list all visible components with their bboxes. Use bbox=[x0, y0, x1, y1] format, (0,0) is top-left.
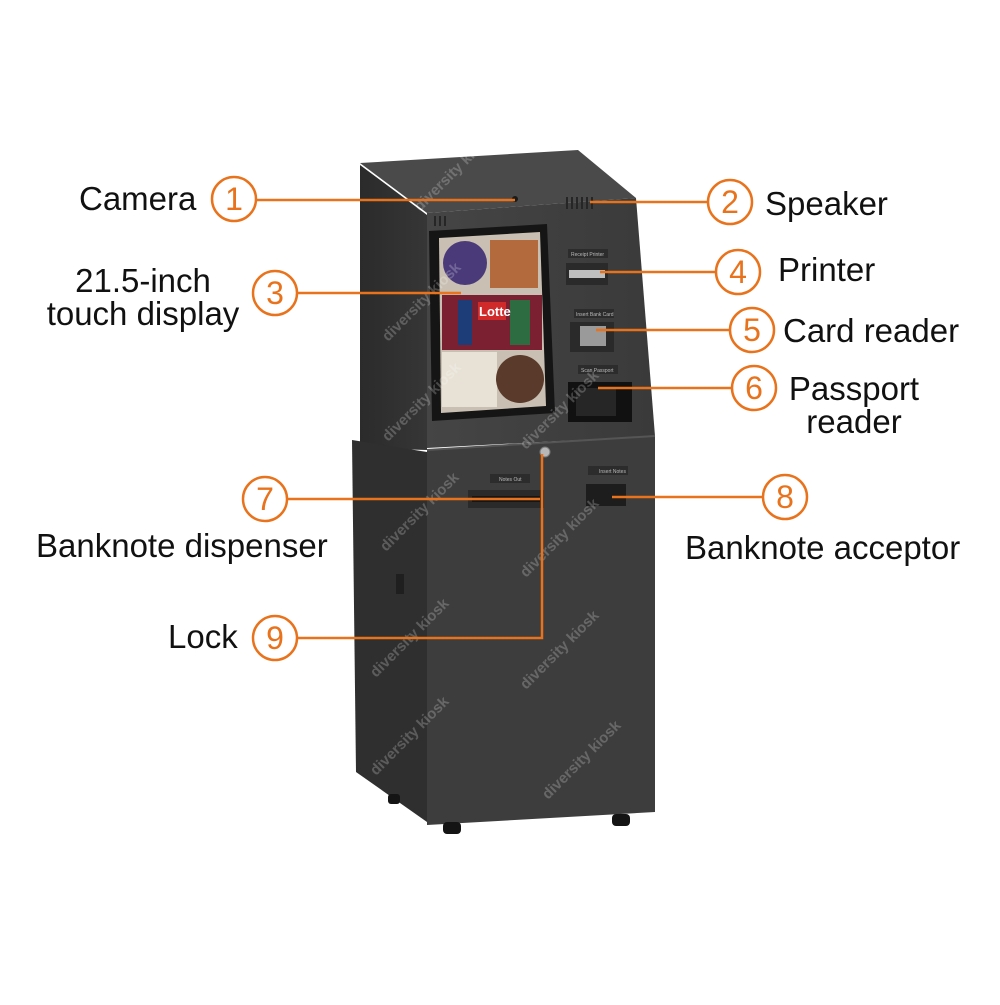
callout-number: 8 bbox=[776, 479, 794, 515]
label-touch-display: 21.5-inch touch display bbox=[34, 264, 252, 330]
leader-line-9 bbox=[298, 454, 544, 640]
screen-photo-1 bbox=[443, 241, 487, 285]
callout-number: 1 bbox=[225, 181, 243, 217]
callout-marker-1: 1 bbox=[210, 175, 258, 223]
passport-opening bbox=[576, 388, 616, 416]
caster-wheel-left bbox=[443, 822, 461, 834]
screen-photo-5 bbox=[510, 300, 530, 345]
receipt-slot bbox=[569, 270, 605, 278]
passport-reader: Scan Passport bbox=[568, 365, 632, 422]
callout-marker-8: 8 bbox=[761, 473, 809, 521]
label-passport-line2: reader bbox=[806, 403, 902, 440]
callout-number: 2 bbox=[721, 184, 739, 220]
banknote-acceptor: Insert Notes bbox=[586, 466, 628, 506]
card-label-plate bbox=[574, 309, 614, 318]
passport-label-plate bbox=[578, 365, 618, 374]
lower-side-panel bbox=[352, 440, 427, 822]
screen-photo-6 bbox=[442, 352, 497, 407]
callout-markers: 1 2 3 4 5 6 7 8 bbox=[210, 175, 809, 662]
callout-number: 3 bbox=[266, 275, 284, 311]
label-speaker: Speaker bbox=[765, 185, 888, 222]
insert-label-plate bbox=[588, 466, 628, 475]
label-lock: Lock bbox=[168, 618, 238, 655]
card-label: Insert Bank Card bbox=[576, 312, 614, 318]
dispense-label: Notes Out bbox=[499, 477, 522, 483]
screen-brand-box bbox=[478, 302, 506, 320]
receipt-label-plate bbox=[568, 249, 608, 258]
ledge-edge bbox=[426, 435, 656, 451]
label-banknote-dispenser: Banknote dispenser bbox=[36, 527, 328, 564]
upper-side-panel bbox=[360, 165, 427, 450]
callout-number: 9 bbox=[266, 620, 284, 656]
receipt-label: Receipt Printer bbox=[571, 252, 604, 258]
label-card-reader: Card reader bbox=[783, 312, 960, 349]
screen-brand: Lotte bbox=[479, 304, 511, 319]
side-vent bbox=[396, 574, 404, 594]
callout-marker-4: 4 bbox=[714, 248, 762, 296]
label-touch-display-line1: 21.5-inch bbox=[75, 262, 211, 299]
callout-marker-5: 5 bbox=[728, 306, 776, 354]
label-printer: Printer bbox=[778, 251, 876, 288]
callout-marker-3: 3 bbox=[251, 269, 299, 317]
caster-wheels bbox=[388, 794, 630, 834]
callout-marker-2: 2 bbox=[706, 178, 754, 226]
callout-marker-6: 6 bbox=[730, 364, 778, 412]
passport-label: Scan Passport bbox=[581, 368, 614, 374]
insert-label: Insert Notes bbox=[599, 469, 626, 475]
label-passport-reader: Passport reader bbox=[780, 372, 928, 438]
screen-photo-4 bbox=[458, 300, 472, 345]
screen-photo-7 bbox=[496, 355, 544, 403]
caster-wheel-right bbox=[612, 814, 630, 826]
label-banknote-acceptor: Banknote acceptor bbox=[685, 529, 961, 566]
label-camera: Camera bbox=[79, 180, 197, 217]
screen-photo-2 bbox=[490, 240, 538, 288]
caster-wheel-back bbox=[388, 794, 400, 804]
mic-grille bbox=[434, 216, 446, 226]
label-passport-line1: Passport bbox=[788, 370, 920, 407]
callout-marker-7: 7 bbox=[241, 475, 289, 523]
leader-lines bbox=[257, 198, 762, 640]
acceptor-slot bbox=[586, 484, 626, 506]
label-touch-display-line2: touch display bbox=[46, 295, 240, 332]
callout-number: 7 bbox=[256, 481, 274, 517]
receipt-printer: Receipt Printer bbox=[566, 249, 608, 285]
callout-marker-9: 9 bbox=[251, 614, 299, 662]
dispense-label-plate bbox=[490, 474, 530, 483]
callout-number: 6 bbox=[745, 370, 763, 406]
callout-number: 4 bbox=[729, 254, 747, 290]
touch-display: Lotte bbox=[429, 224, 555, 421]
callout-number: 5 bbox=[743, 312, 761, 348]
